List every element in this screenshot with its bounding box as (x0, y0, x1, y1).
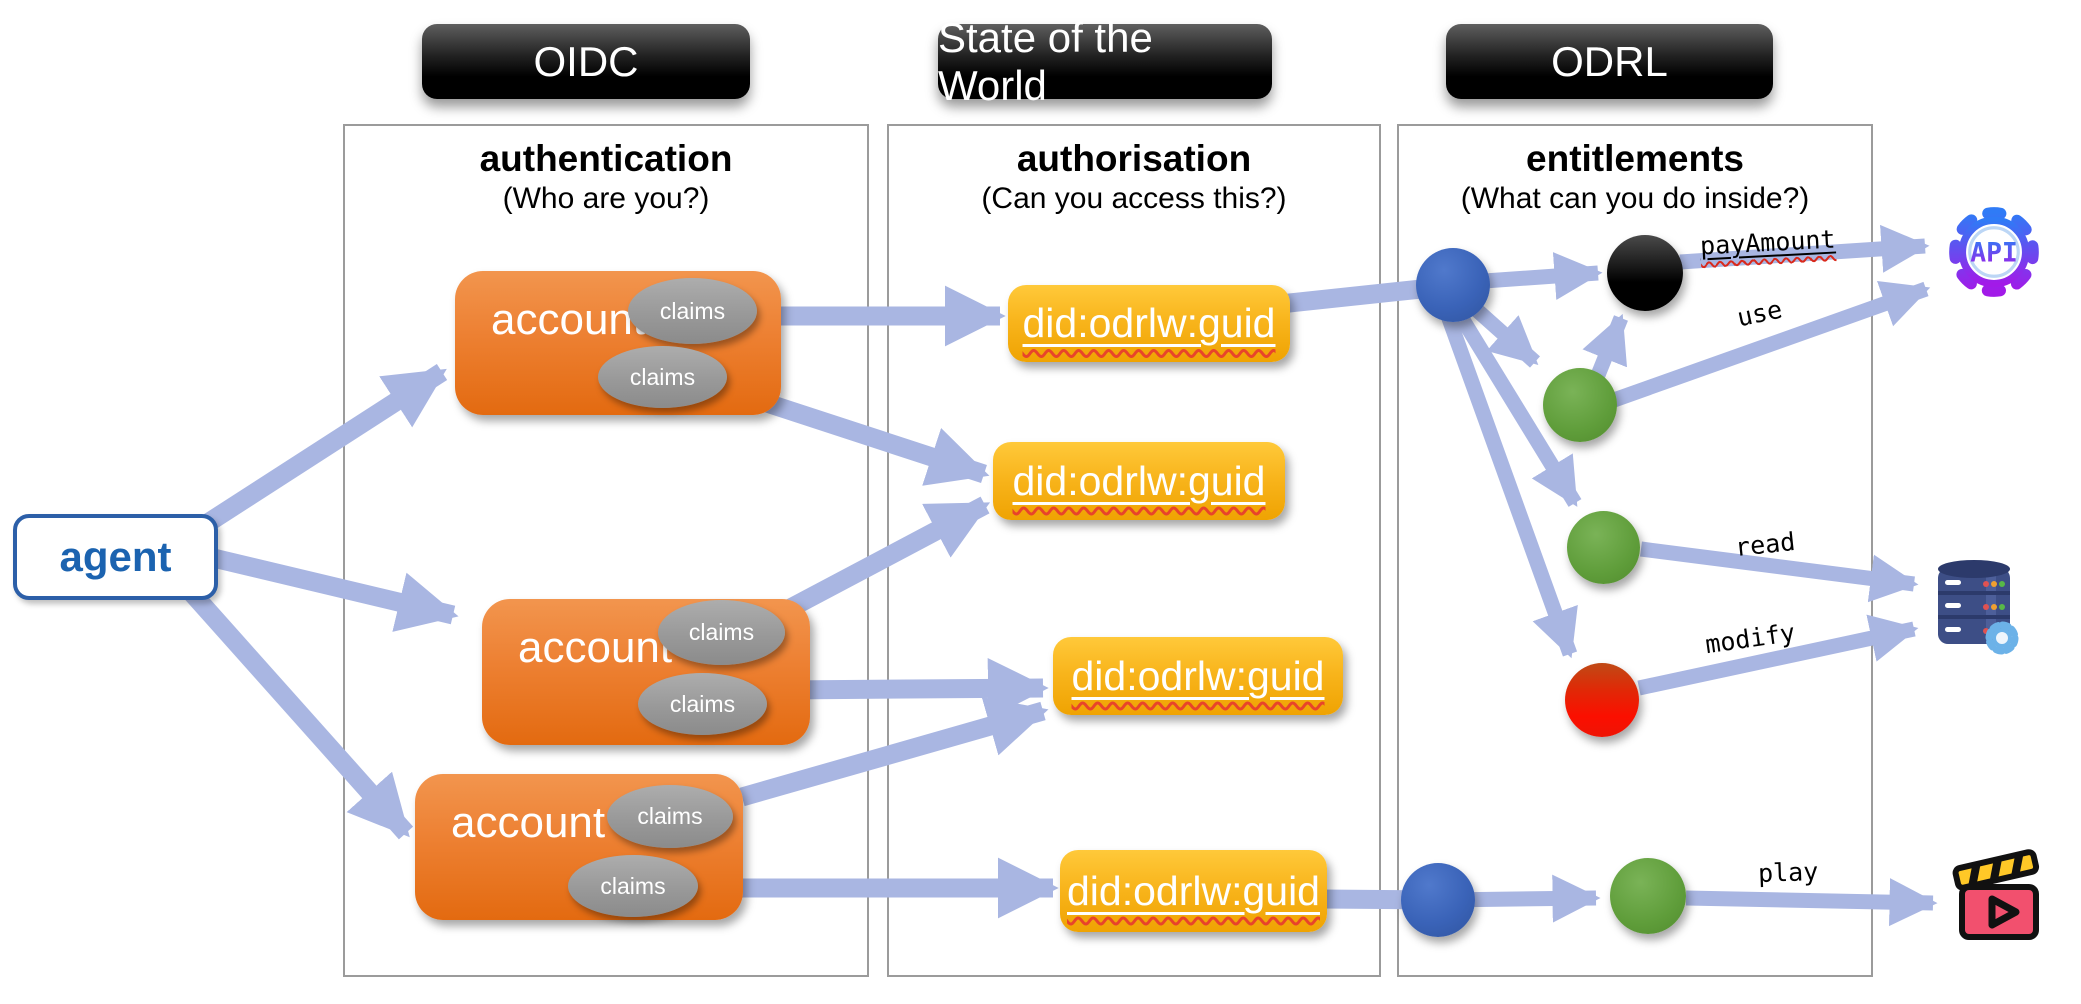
column-title: authentication (479, 138, 733, 179)
database-icon (1930, 556, 2020, 656)
red-node (1565, 663, 1639, 737)
action-label-play: play (1757, 856, 1819, 889)
claims-label: claims (669, 690, 736, 717)
claims-label: claims (688, 619, 755, 645)
claims-label: claims (637, 803, 703, 829)
column-subtitle: (Can you access this?) (981, 182, 1287, 215)
did-box-1: did:odrlw:guid (1008, 285, 1290, 362)
did-box-3: did:odrlw:guid (1053, 637, 1343, 715)
did-label: did:odrlw:guid (1071, 652, 1325, 699)
header-pill-state-of-the-world: State of the World (938, 14, 1272, 109)
green-node-1 (1543, 368, 1617, 442)
header-pill-label: OIDC (533, 37, 639, 85)
claims-label: claims (659, 297, 726, 324)
claims-ellipse: claims (628, 278, 757, 344)
claims-ellipse: claims (568, 855, 698, 917)
claims-ellipse: claims (598, 346, 727, 408)
agent-label: agent (59, 533, 172, 580)
green-node-3 (1610, 858, 1686, 934)
header-pill-label: ODRL (1551, 37, 1668, 85)
column-title: authorisation (1016, 138, 1252, 179)
movie-clapper-icon (1948, 843, 2048, 947)
column-subtitle: (Who are you?) (502, 182, 710, 215)
header-pill-label: State of the World (938, 13, 1153, 109)
account-label: account (451, 798, 606, 847)
did-box-2: did:odrlw:guid (993, 442, 1285, 520)
claims-ellipse: claims (607, 785, 733, 848)
account-label: account (491, 295, 646, 344)
blue-node-bottom (1401, 863, 1475, 937)
claims-label: claims (600, 872, 666, 899)
header-pill-odrl: ODRL (1446, 24, 1773, 99)
agent-box: agent (13, 514, 218, 600)
black-node (1607, 235, 1683, 311)
blue-node-top (1416, 248, 1490, 322)
claims-ellipse: claims (638, 673, 767, 735)
db-gear-icon (1985, 621, 2019, 655)
claims-label: claims (629, 363, 696, 390)
api-icon-text: API (1970, 238, 2018, 268)
did-label: did:odrlw:guid (1022, 300, 1276, 346)
did-label: did:odrlw:guid (1067, 867, 1320, 914)
did-box-4: did:odrlw:guid (1060, 850, 1327, 932)
header-pill-oidc: OIDC (422, 24, 750, 99)
green-node-2 (1567, 511, 1640, 584)
claims-ellipse: claims (658, 600, 785, 665)
column-title: entitlements (1526, 138, 1744, 179)
account-label: account (518, 623, 673, 672)
did-label: did:odrlw:guid (1012, 457, 1266, 504)
api-gear-icon: API (1941, 194, 2047, 310)
column-subtitle: (What can you do inside?) (1460, 182, 1810, 215)
